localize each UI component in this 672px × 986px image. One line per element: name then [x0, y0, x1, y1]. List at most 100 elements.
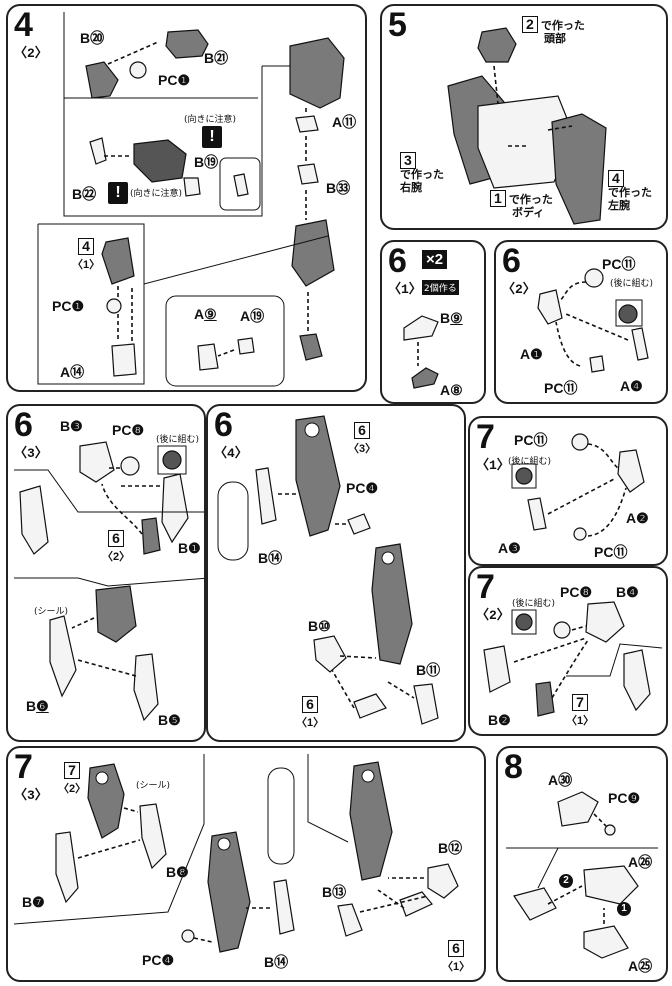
sub-step: 〈2〉 — [14, 46, 48, 61]
label-b13: B⑬ — [322, 884, 347, 900]
label-b14: B⑭ — [258, 550, 283, 566]
step-4-2-diagram — [37, 12, 345, 387]
label-a4: A❹ — [620, 378, 643, 394]
label-b21: B㉑ — [204, 50, 229, 66]
step-6-4-panel: 6 〈4〉 6〈3〉 PC❹ B⑭ B⑩ B⑪ 6〈1〉 — [206, 404, 466, 742]
label-b19: B⑲ — [194, 154, 219, 170]
warning-icon: ! — [108, 182, 128, 204]
ref-step-6-3: 6〈3〉 — [348, 422, 377, 455]
label-pc4: PC❹ — [142, 952, 175, 968]
step-7-2-panel: 7 〈2〉 (後に組む) PC❽ B❹ B❷ 7〈1〉 — [468, 566, 668, 736]
step-6-1-diagram — [403, 315, 439, 389]
ref-step-7-2: 7〈2〉 — [58, 762, 87, 795]
sub-step: 〈3〉 — [14, 788, 48, 803]
label-pc9: PC❾ — [608, 790, 641, 806]
sub-step: 〈3〉 — [14, 446, 48, 461]
step-number: 7 — [14, 748, 33, 786]
label-a25: A㉕ — [628, 958, 653, 974]
label-pc8: PC❽ — [560, 584, 593, 600]
label-pc11b: PC⑪ — [544, 380, 578, 396]
label-b5: B❺ — [158, 712, 181, 728]
step-number: 4 — [14, 6, 33, 44]
step-7-1-diagram — [511, 433, 645, 541]
assemble-later-note: (後に組む) — [508, 457, 552, 467]
quantity-badge: ×2 — [422, 250, 448, 269]
sub-step: 〈2〉 — [476, 608, 510, 623]
assemble-later-note: (後に組む) — [610, 279, 654, 289]
label-a8: A⑧ — [440, 382, 463, 398]
label-b14: B⑭ — [264, 954, 289, 970]
step-5-diagram — [447, 27, 607, 225]
step-7-1-panel: 7 〈1〉 PC⑪ (後に組む) A❷ A❸ PC⑪ — [468, 416, 668, 566]
ref-step-6-1: 6〈1〉 — [442, 940, 471, 973]
step-6-2-panel: 6 〈2〉 PC⑪ (後に組む) A❶ PC⑪ A❹ — [494, 240, 668, 404]
step-number: 6 — [214, 406, 233, 444]
label-b4: B❹ — [616, 584, 639, 600]
seal-note: (シール) — [136, 781, 171, 791]
label-pc1: PC❶ — [158, 72, 191, 88]
step-6-3-panel: 6 〈3〉 B❸ PC❽ (後に組む) B❶ 6〈2〉 (シール) B❻ B❺ — [6, 404, 206, 742]
label-b6: B❻ — [26, 698, 49, 714]
orientation-note: (向きに注意) — [184, 115, 237, 125]
order-marker-1: 1 — [616, 900, 631, 917]
label-a2: A❷ — [626, 510, 649, 526]
step-8-panel: 8 A㉚ PC❾ A㉖ A㉕ 2 1 — [496, 746, 668, 982]
label-a11: A⑪ — [332, 114, 357, 130]
step-number: 6 — [14, 406, 33, 444]
step-number: 8 — [504, 748, 523, 786]
ref-body: 1 で作ったボディ — [490, 190, 553, 220]
label-a9: A⑨ — [194, 306, 217, 322]
sub-step: 〈1〉 — [388, 282, 422, 297]
step-number: 5 — [388, 6, 407, 44]
order-marker-2: 2 — [558, 872, 573, 889]
step-6-1-panel: 6 〈1〉 ×2 2個作る B⑨ A⑧ — [380, 240, 486, 404]
step-number: 6 — [388, 242, 407, 280]
label-b12: B⑫ — [438, 840, 463, 856]
label-b8: B❽ — [166, 864, 189, 880]
label-a19: A⑲ — [240, 308, 265, 324]
ref-step-4-1: 4〈1〉 — [72, 238, 101, 271]
ref-step-6-2: 6〈2〉 — [102, 530, 131, 563]
step-8-diagram — [506, 791, 658, 959]
assemble-later-note: (後に組む) — [512, 599, 556, 609]
label-b2: B❷ — [488, 712, 511, 728]
label-pc1-b: PC❶ — [52, 298, 85, 314]
label-b22: B㉒ — [72, 186, 97, 202]
step-7-3-panel: 7 〈3〉 7〈2〉 (シール) B❽ B❼ PC❹ B⑭ B⑫ B⑬ 6〈1〉 — [6, 746, 486, 982]
label-b3: B❸ — [60, 418, 83, 434]
step-number: 6 — [502, 242, 521, 280]
warning-icon: ! — [202, 126, 222, 148]
step-7-3-diagram — [13, 754, 459, 953]
sub-step: 〈2〉 — [502, 282, 536, 297]
quantity-note: 2個作る — [422, 280, 459, 295]
label-b20: B⑳ — [80, 30, 105, 46]
label-a3: A❸ — [498, 540, 521, 556]
label-a26: A㉖ — [628, 854, 653, 870]
sub-step: 〈1〉 — [476, 458, 510, 473]
label-b11: B⑪ — [416, 662, 441, 678]
ref-head: 2 で作った頭部 — [522, 16, 585, 46]
label-pc8: PC❽ — [112, 422, 145, 438]
step-6-2-diagram — [537, 268, 649, 373]
step-number: 7 — [476, 418, 495, 456]
step-7-2-diagram — [483, 601, 663, 717]
label-pc11a: PC⑪ — [514, 432, 548, 448]
label-a14: A⑭ — [60, 364, 85, 380]
step-number: 7 — [476, 568, 495, 606]
label-pc4: PC❹ — [346, 480, 379, 496]
label-b9: B⑨ — [440, 310, 463, 326]
label-pc11a: PC⑪ — [602, 256, 636, 272]
label-b33: B㉝ — [326, 180, 351, 196]
seal-note: (シール) — [34, 607, 69, 617]
sub-step: 〈4〉 — [214, 446, 248, 461]
label-b1: B❶ — [178, 540, 201, 556]
step-6-4-diagram — [217, 415, 439, 725]
ref-step-7-1: 7〈1〉 — [566, 694, 595, 727]
label-pc11b: PC⑪ — [594, 544, 628, 560]
assemble-later-note: (後に組む) — [156, 435, 200, 445]
label-b7: B❼ — [22, 894, 45, 910]
label-b10: B⑩ — [308, 618, 331, 634]
